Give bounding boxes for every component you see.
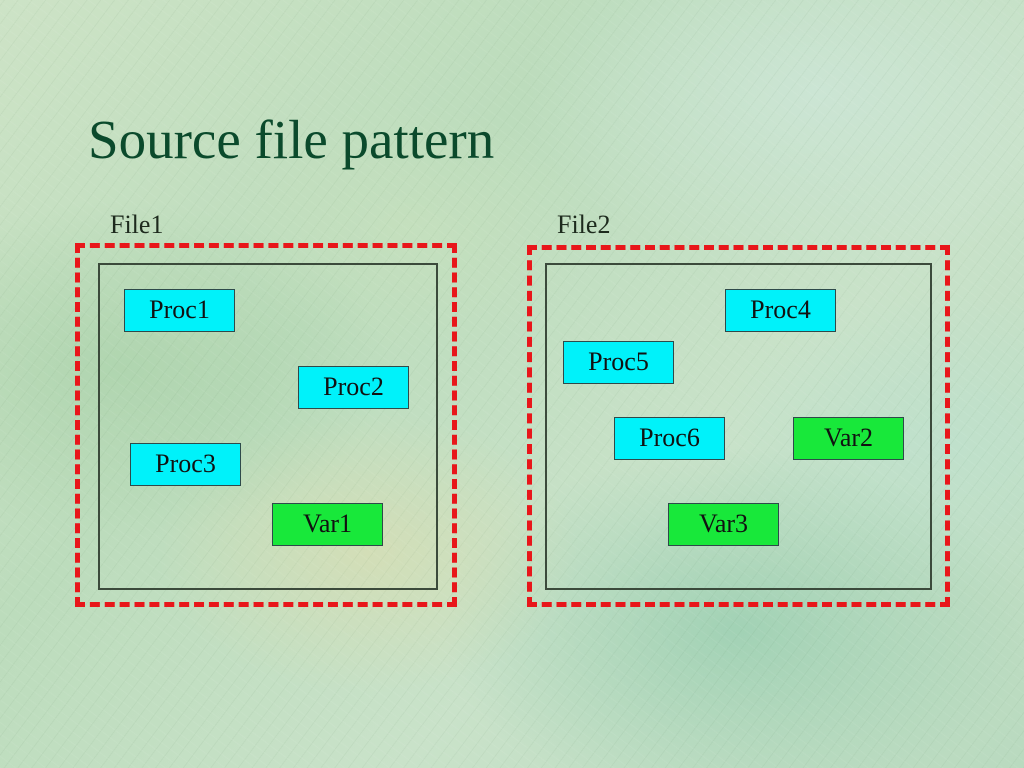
proc6-block: Proc6: [614, 417, 725, 460]
file1-dashed-boundary: [75, 243, 457, 607]
file1-label: File1: [110, 210, 164, 239]
file2-label: File2: [557, 210, 611, 239]
proc1-block: Proc1: [124, 289, 235, 332]
file2-box: [545, 263, 932, 590]
proc5-block: Proc5: [563, 341, 674, 384]
file1-box: [98, 263, 438, 590]
proc3-block: Proc3: [130, 443, 241, 486]
file2-dashed-boundary: [527, 245, 950, 607]
var1-block: Var1: [272, 503, 383, 546]
var3-block: Var3: [668, 503, 779, 546]
proc4-block: Proc4: [725, 289, 836, 332]
var2-block: Var2: [793, 417, 904, 460]
proc2-block: Proc2: [298, 366, 409, 409]
slide-title: Source file pattern: [88, 109, 495, 170]
